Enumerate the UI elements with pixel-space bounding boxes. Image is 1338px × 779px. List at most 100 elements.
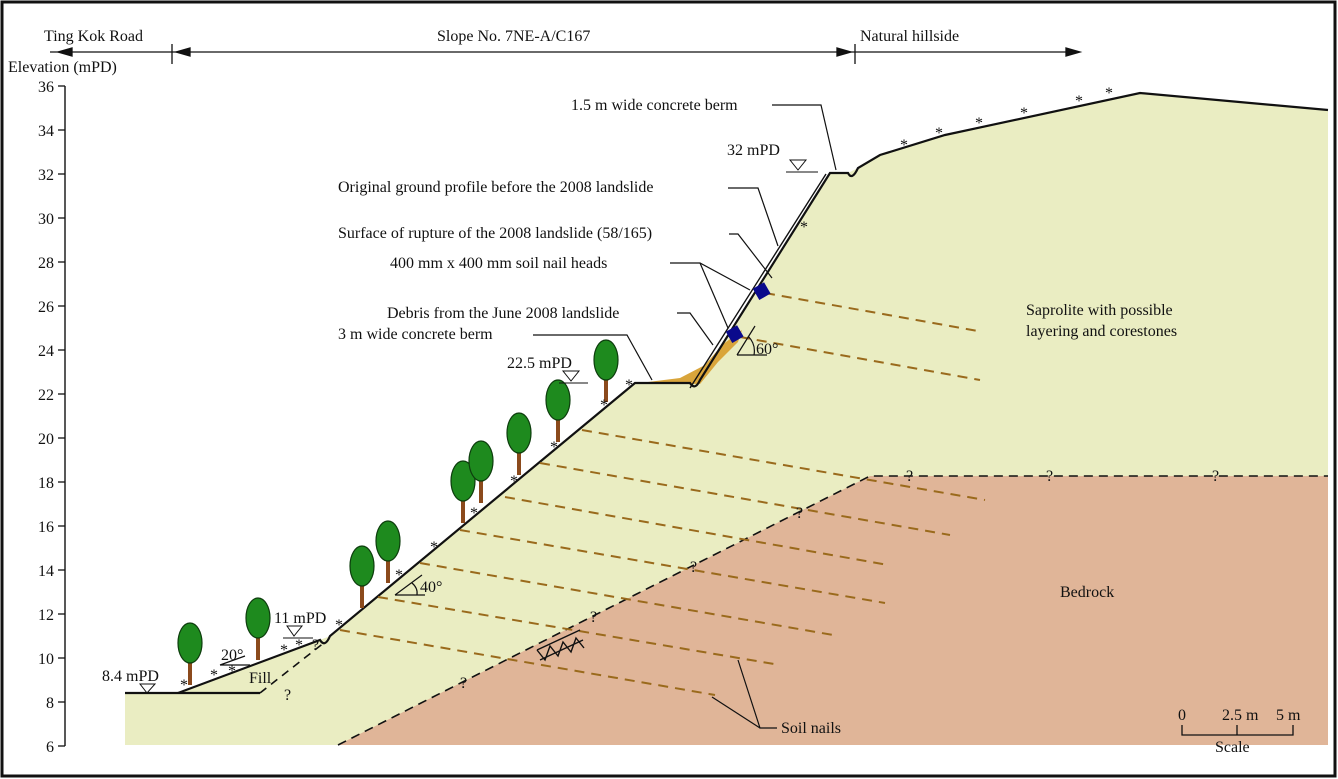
grass-icon: *	[430, 539, 438, 556]
axis-tick-label: 30	[38, 211, 54, 228]
uncertain-mark: ?	[312, 637, 319, 654]
angle-20-marker	[219, 655, 250, 666]
grass-icon: *	[800, 219, 808, 236]
label-soil-nails: Soil nails	[781, 720, 841, 737]
tree-icon	[245, 597, 271, 660]
tree-icon	[593, 339, 619, 402]
tree-icon	[349, 545, 375, 608]
grass-icon: *	[295, 637, 303, 654]
label-8-4mpd: 8.4 mPD	[102, 668, 159, 685]
axis-tick-label: 12	[38, 607, 54, 624]
label-32mpd: 32 mPD	[727, 142, 780, 159]
trees: * * * * * * * * * * * * * * * * * * * *	[177, 85, 1113, 694]
level-marker	[138, 683, 157, 694]
landslide-debris	[640, 330, 742, 384]
tree-icon	[545, 379, 571, 442]
label-nail-heads: 400 mm x 400 mm soil nail heads	[390, 255, 607, 272]
zone-slope-no: Slope No. 7NE-A/C167	[437, 28, 590, 45]
label-22-5mpd: 22.5 mPD	[507, 355, 572, 372]
axis-tick-label: 16	[38, 519, 54, 536]
grass-icon: *	[1105, 85, 1113, 102]
slope-surface	[177, 91, 1329, 695]
grass-icon: *	[280, 642, 288, 659]
zone-ting-kok-road: Ting Kok Road	[44, 28, 143, 45]
grass-icon: *	[228, 663, 236, 680]
angle-40-marker	[394, 574, 425, 596]
label-angle-60: 60°	[756, 341, 778, 358]
grass-icon: *	[900, 137, 908, 154]
scale-zero: 0	[1178, 707, 1186, 724]
tree-icon	[506, 412, 532, 475]
label-angle-40: 40°	[420, 579, 442, 596]
level-marker	[786, 159, 818, 173]
uncertain-mark: ?	[1046, 468, 1053, 485]
level-marker	[559, 370, 588, 384]
axis-tick-label: 8	[46, 695, 54, 712]
axis-tick-label: 34	[38, 123, 54, 140]
uncertain-mark: ?	[796, 505, 803, 522]
label-11mpd: 11 mPD	[274, 610, 326, 627]
uncertain-mark: ?	[690, 559, 697, 576]
tree-icon	[375, 520, 401, 583]
grass-icon: *	[210, 667, 218, 684]
tree-icon	[177, 622, 203, 685]
axis-tick-label: 32	[38, 167, 54, 184]
grass-icon: *	[335, 617, 343, 634]
original-ground-profile	[689, 173, 827, 389]
grass-icon: *	[1020, 105, 1028, 122]
level-marker	[283, 625, 313, 639]
axis-tick-label: 28	[38, 255, 54, 272]
grass-icon: *	[975, 115, 983, 132]
axis-tick-label: 20	[38, 431, 54, 448]
uncertain-mark: ?	[460, 675, 467, 692]
grass-icon: *	[935, 125, 943, 142]
label-bedrock: Bedrock	[1060, 584, 1114, 601]
label-berm-top: 1.5 m wide concrete berm	[571, 97, 738, 114]
label-saprolite-2: layering and corestones	[1026, 323, 1177, 340]
zone-natural-hillside: Natural hillside	[860, 28, 959, 45]
soil-nail-head	[752, 282, 771, 301]
scale-end: 5 m	[1276, 707, 1301, 724]
axis-tick-label: 18	[38, 475, 54, 492]
axis-tick-label: 10	[38, 651, 54, 668]
grass-icon: *	[180, 677, 188, 694]
angle-60-marker	[736, 325, 767, 356]
axis-tick-label: 14	[38, 563, 54, 580]
axis-tick-label: 6	[46, 739, 54, 756]
tree-icon	[468, 440, 494, 503]
uncertain-boundary-marks: ?????????	[284, 468, 1219, 704]
grass-icon: *	[1075, 93, 1083, 110]
uncertain-mark: ?	[1212, 468, 1219, 485]
elevation-axis: 36 34 32 30 28 26 24 22 20 18 16 14 12 10 8 6	[38, 79, 66, 756]
axis-tick-label: 22	[38, 387, 54, 404]
label-original-profile: Original ground profile before the 2008 …	[338, 179, 653, 196]
label-berm-mid: 3 m wide concrete berm	[338, 326, 493, 343]
grass-icon: *	[550, 439, 558, 456]
uncertain-mark: ?	[590, 609, 597, 626]
soil-nail-head	[725, 325, 744, 344]
bedrock-region	[338, 476, 1328, 745]
grass-icon: *	[395, 567, 403, 584]
grass-icon: *	[510, 473, 518, 490]
label-fill: Fill	[249, 670, 272, 687]
soil-nails	[339, 292, 986, 696]
tree-icon	[450, 460, 476, 523]
axis-tick-label: 36	[38, 79, 54, 96]
grass-icon: *	[600, 397, 608, 414]
axis-tick-label: 24	[38, 343, 54, 360]
label-saprolite-1: Saprolite with possible	[1026, 302, 1173, 319]
uncertain-mark: ?	[284, 687, 291, 704]
bedrock-boundary	[337, 475, 1328, 746]
grass-icon: *	[625, 377, 633, 394]
zone-dimension-line	[50, 44, 1083, 64]
scale-bar	[1181, 725, 1294, 736]
scale-label: Scale	[1215, 739, 1250, 756]
label-angle-20: 20°	[221, 647, 243, 664]
label-debris: Debris from the June 2008 landslide	[387, 305, 619, 322]
axis-tick-label: 26	[38, 299, 54, 316]
axis-label: Elevation (mPD)	[8, 59, 117, 76]
uncertain-mark: ?	[906, 468, 913, 485]
label-rupture-surface: Surface of rupture of the 2008 landslide…	[338, 225, 652, 242]
grass-icon: *	[470, 505, 478, 522]
